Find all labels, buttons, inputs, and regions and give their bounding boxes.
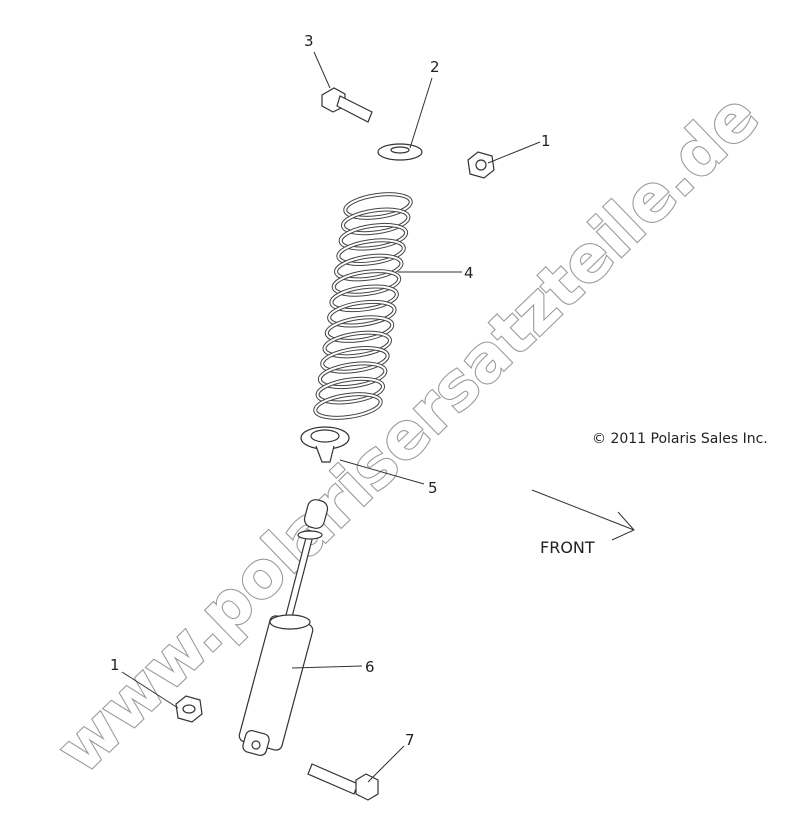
callout-3: 3: [304, 32, 314, 50]
callout-1-top: 1: [541, 132, 551, 150]
spring-coil: [318, 362, 387, 389]
front-label: FRONT: [540, 538, 595, 557]
callout-4: 4: [464, 264, 474, 282]
part-1-nut-top: [467, 151, 495, 179]
callout-2: 2: [430, 58, 440, 76]
callout-7: 7: [405, 731, 415, 749]
spring-coil: [341, 208, 410, 235]
part-1-nut-bottom: [175, 695, 203, 723]
copyright-text: © 2011 Polaris Sales Inc.: [592, 431, 768, 447]
front-arrow-icon: [531, 489, 635, 541]
spring-coil: [323, 331, 391, 358]
spring-coil: [335, 254, 403, 281]
part-5-spring-seat: [300, 426, 350, 463]
part-6-shock-absorber: [238, 499, 329, 756]
spring-coil: [316, 377, 385, 404]
callout-5: 5: [428, 479, 438, 497]
spring-coil: [332, 270, 401, 296]
spring-coil: [325, 316, 394, 342]
spring-coil: [337, 239, 405, 265]
part-4-spring: [313, 192, 413, 420]
leader-lines: [121, 51, 541, 783]
part-2-retainer: [377, 143, 423, 161]
spring-coil: [314, 393, 382, 419]
spring-coil: [321, 347, 389, 373]
spring-coil: [328, 300, 396, 327]
callout-6: 6: [365, 658, 375, 676]
part-3-bolt: [321, 87, 373, 123]
spring-coil: [330, 285, 398, 312]
spring-coil: [339, 223, 408, 250]
callout-1-bottom: 1: [110, 656, 120, 674]
spring-coil: [344, 193, 412, 219]
part-7-bolt: [307, 763, 379, 801]
